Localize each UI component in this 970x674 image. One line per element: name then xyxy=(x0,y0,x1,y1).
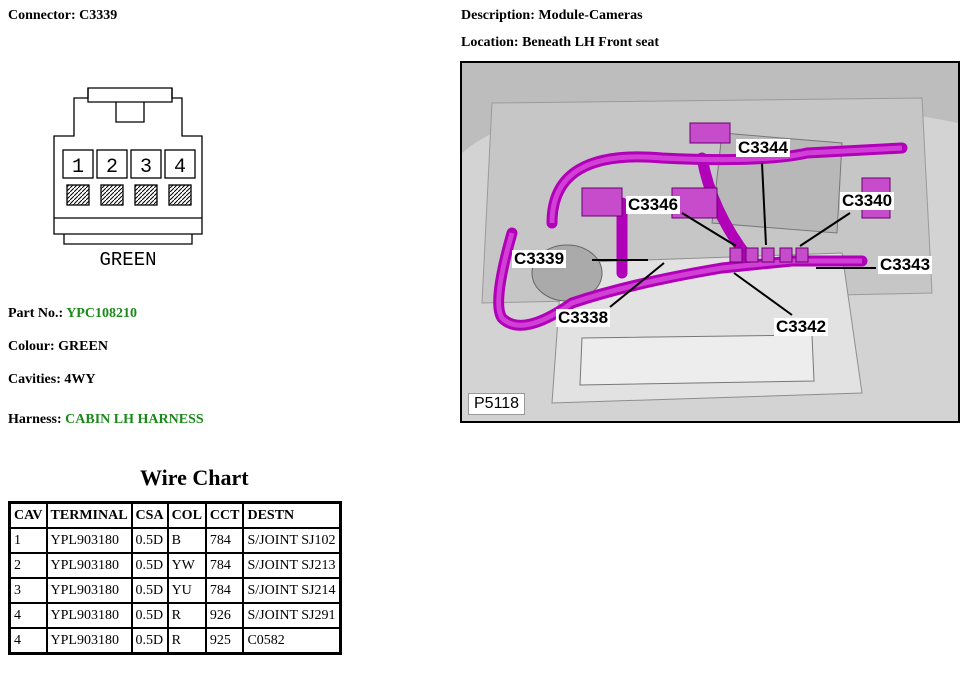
callout-c3344: C3344 xyxy=(736,138,791,157)
table-cell: YPL903180 xyxy=(45,627,133,655)
pin-number: 3 xyxy=(140,156,152,179)
cavities-label: Cavities: xyxy=(8,372,61,387)
table-cell: 0.5D xyxy=(130,552,169,579)
part-number-line: Part No.: YPC108210 xyxy=(8,306,137,322)
pin-cells: 1 2 3 4 xyxy=(62,149,196,179)
location-heading: Location: Beneath LH Front seat xyxy=(461,35,659,51)
connector-heading: Connector: C3339 xyxy=(8,8,117,24)
column-header: COL xyxy=(166,501,207,529)
callout-c3343: C3343 xyxy=(878,255,933,274)
column-header: TERMINAL xyxy=(45,501,133,529)
table-cell: R xyxy=(166,627,207,655)
connector-id: C3339 xyxy=(79,8,118,23)
table-cell: 784 xyxy=(204,577,245,604)
cavities-line: Cavities: 4WY xyxy=(8,372,96,388)
pin-number: 1 xyxy=(72,156,84,179)
wire-chart-title: Wire Chart xyxy=(140,465,249,490)
pin-number: 4 xyxy=(174,156,186,179)
location-value: Beneath LH Front seat xyxy=(522,35,660,50)
location-photo: C3344 C3346 C3340 C3339 C3343 C3338 C334… xyxy=(460,61,960,423)
table-cell: 0.5D xyxy=(130,602,169,629)
table-cell: YPL903180 xyxy=(45,577,133,604)
location-illustration xyxy=(462,63,958,421)
table-cell: 926 xyxy=(204,602,245,629)
table-cell: 0.5D xyxy=(130,527,169,554)
table-cell: YPL903180 xyxy=(45,527,133,554)
table-cell: 0.5D xyxy=(130,577,169,604)
column-header: DESTN xyxy=(242,501,342,529)
harness-value: CABIN LH HARNESS xyxy=(65,412,204,427)
connector-label: Connector: xyxy=(8,8,76,23)
table-cell: 4 xyxy=(8,602,48,629)
table-cell: S/JOINT SJ291 xyxy=(242,602,342,629)
colour-line: Colour: GREEN xyxy=(8,339,108,355)
callout-c3338: C3338 xyxy=(556,308,611,327)
description-label: Description: xyxy=(461,8,535,23)
table-cell: S/JOINT SJ214 xyxy=(242,577,342,604)
colour-value: GREEN xyxy=(58,339,108,354)
table-cell: 3 xyxy=(8,577,48,604)
part-number-value: YPC108210 xyxy=(66,306,137,321)
table-cell: YPL903180 xyxy=(45,552,133,579)
connector-housing xyxy=(53,87,203,245)
column-header: CAV xyxy=(8,501,48,529)
column-header: CSA xyxy=(130,501,169,529)
colour-label: Colour: xyxy=(8,339,55,354)
table-cell: R xyxy=(166,602,207,629)
pin-number: 2 xyxy=(106,156,118,179)
table-cell: 1 xyxy=(8,527,48,554)
connector-colour-text: GREEN xyxy=(99,249,156,271)
part-number-label: Part No.: xyxy=(8,306,64,321)
table-cell: YW xyxy=(166,552,207,579)
description-value: Module-Cameras xyxy=(538,8,643,23)
harness-label: Harness: xyxy=(8,412,62,427)
table-cell: B xyxy=(166,527,207,554)
table-cell: 784 xyxy=(204,527,245,554)
table-cell: S/JOINT SJ102 xyxy=(242,527,342,554)
description-heading: Description: Module-Cameras xyxy=(461,8,643,24)
table-cell: 925 xyxy=(204,627,245,655)
table-cell: YU xyxy=(166,577,207,604)
terminal-latches xyxy=(66,184,192,206)
table-cell: C0582 xyxy=(242,627,342,655)
table-cell: YPL903180 xyxy=(45,602,133,629)
column-header: CCT xyxy=(204,501,245,529)
connector-face-diagram: 1 2 3 4 GREEN xyxy=(53,87,203,271)
photo-reference: P5118 xyxy=(468,393,526,415)
callout-arrows xyxy=(592,162,876,316)
harness-line: Harness: CABIN LH HARNESS xyxy=(8,412,204,428)
table-cell: 2 xyxy=(8,552,48,579)
location-label: Location: xyxy=(461,35,519,50)
callout-c3339: C3339 xyxy=(512,249,567,268)
table-cell: S/JOINT SJ213 xyxy=(242,552,342,579)
cavities-value: 4WY xyxy=(64,372,96,387)
callout-c3340: C3340 xyxy=(840,191,895,210)
table-cell: 0.5D xyxy=(130,627,169,655)
table-header-row: CAV TERMINAL CSA COL CCT DESTN xyxy=(8,501,342,529)
callout-c3346: C3346 xyxy=(626,195,681,214)
table-cell: 784 xyxy=(204,552,245,579)
table-cell: 4 xyxy=(8,627,48,655)
callout-c3342: C3342 xyxy=(774,317,829,336)
